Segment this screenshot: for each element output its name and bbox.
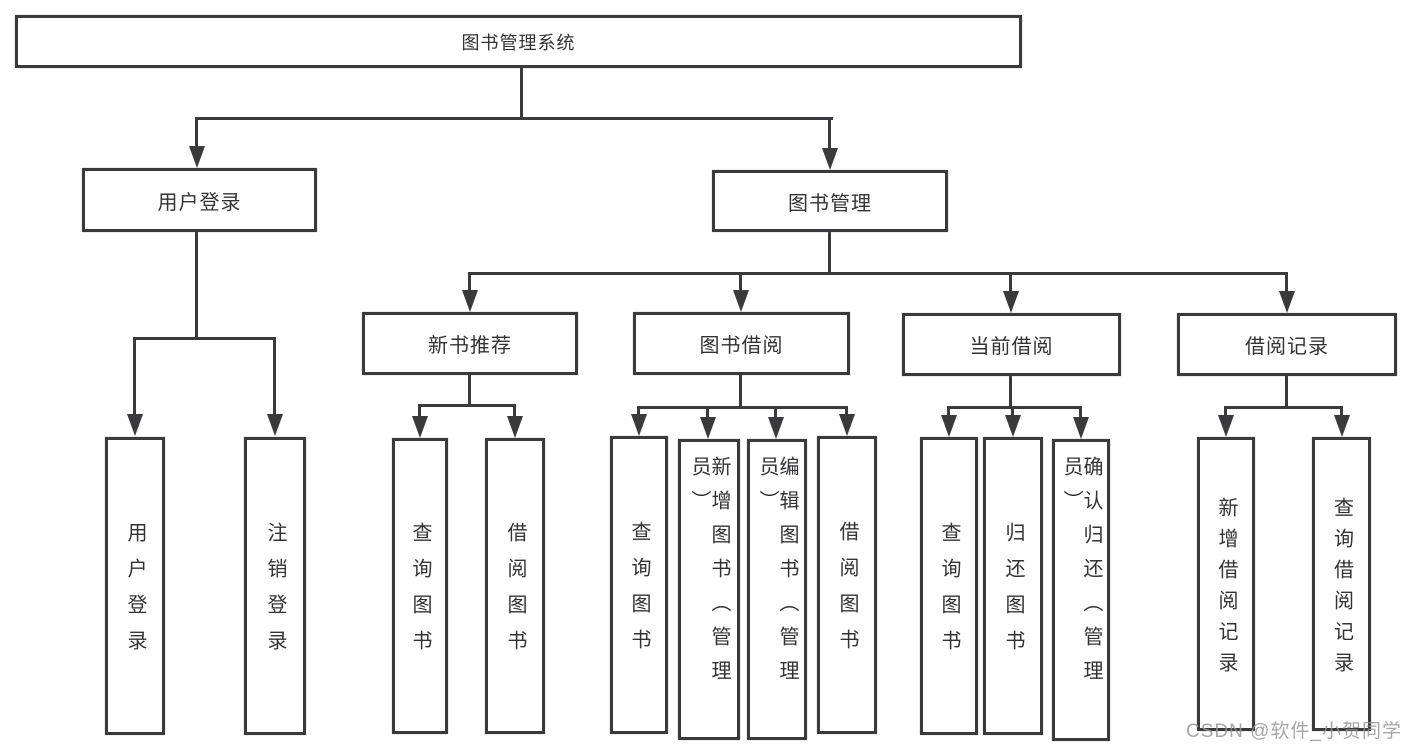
node-label: 借阅记录 — [1245, 336, 1329, 358]
connector-line — [1224, 406, 1227, 418]
leaf-label: 归还图书 — [1002, 522, 1024, 666]
arrowhead-down — [822, 148, 838, 170]
arrowhead-down — [733, 290, 749, 312]
node-label: 用户登录 — [157, 191, 242, 214]
connector-line — [133, 337, 136, 415]
leaf-edit-books-admin: 编辑图书（管理员） — [747, 439, 807, 740]
node-label: 图书借阅 — [699, 335, 784, 357]
arrowhead-down — [1073, 417, 1089, 439]
leaf-return-books: 归还图书 — [983, 437, 1043, 735]
leaf-user-login: 用户登录 — [105, 437, 165, 735]
leaf-add-books-admin: 新增图书（管理员） — [678, 439, 740, 740]
node-user-login: 用户登录 — [82, 168, 317, 232]
node-label: 新书推荐 — [428, 335, 512, 357]
leaf-query-books-borrowing: 查询图书 — [610, 436, 668, 734]
node-book-management: 图书管理 — [712, 170, 948, 232]
arrowhead-down — [507, 416, 523, 438]
connector-line — [1009, 272, 1012, 292]
leaf-label: 新增图书（管理员） — [688, 456, 730, 694]
leaf-label: 确认归还（管理员） — [1060, 456, 1102, 694]
arrowhead-down — [700, 417, 716, 439]
arrowhead-down — [941, 415, 957, 437]
arrowhead-down — [839, 414, 855, 436]
arrowhead-down — [768, 417, 784, 439]
arrowhead-down — [1334, 415, 1350, 437]
connector-line — [739, 375, 742, 406]
connector-line — [470, 272, 1287, 275]
connector-line — [739, 272, 742, 292]
leaf-label: 借阅图书 — [504, 522, 526, 666]
leaf-label: 新增借阅记录 — [1215, 496, 1237, 683]
node-label: 图书管理系统 — [461, 32, 576, 53]
connector-line — [513, 404, 516, 418]
leaf-label: 查询图书 — [409, 522, 431, 666]
arrowhead-down — [1005, 415, 1021, 437]
connector-line — [947, 406, 950, 418]
connector-line — [195, 232, 198, 337]
leaf-confirm-return-admin: 确认归还（管理员） — [1052, 439, 1110, 741]
node-label: 当前借阅 — [969, 336, 1054, 358]
node-current-borrowing: 当前借阅 — [902, 313, 1121, 376]
leaf-add-borrow-record: 新增借阅记录 — [1197, 437, 1255, 731]
arrowhead-down — [189, 146, 205, 168]
connector-line — [418, 404, 421, 418]
node-library-management-system: 图书管理系统 — [15, 15, 1022, 68]
connector-line — [828, 117, 831, 153]
connector-line — [468, 272, 471, 292]
connector-line — [949, 406, 1082, 409]
connector-line — [706, 406, 709, 418]
connector-line — [845, 406, 848, 418]
node-borrowing-records: 借阅记录 — [1177, 313, 1397, 376]
connector-line — [1011, 406, 1014, 418]
connector-line — [1285, 272, 1288, 292]
leaf-borrow-books: 借阅图书 — [817, 436, 877, 734]
leaf-query-borrow-record: 查询借阅记录 — [1312, 437, 1371, 731]
connector-line — [195, 117, 198, 151]
connector-line — [420, 404, 516, 407]
arrowhead-down — [1279, 291, 1295, 313]
connector-line — [1285, 376, 1288, 406]
leaf-logout: 注销登录 — [244, 437, 306, 735]
leaf-query-books-recommend: 查询图书 — [392, 438, 448, 734]
connector-line — [1079, 406, 1082, 418]
node-label: 图书管理 — [788, 192, 872, 215]
connector-line — [134, 337, 276, 340]
arrowhead-down — [412, 416, 428, 438]
leaf-label: 注销登录 — [264, 522, 286, 666]
arrowhead-down — [631, 414, 647, 436]
node-book-borrowing: 图书借阅 — [633, 312, 850, 375]
arrowhead-down — [127, 414, 143, 436]
connector-line — [637, 406, 640, 418]
node-new-book-recommend: 新书推荐 — [362, 312, 578, 375]
connector-line — [468, 375, 471, 404]
arrowhead-down — [1218, 415, 1234, 437]
connector-line — [1226, 406, 1343, 409]
arrowhead-down — [267, 414, 283, 436]
leaf-label: 查询借阅记录 — [1330, 496, 1353, 683]
connector-line — [1009, 376, 1012, 406]
csdn-watermark: CSDN @软件_小贺同学 — [1186, 721, 1402, 742]
leaf-label: 编辑图书（管理员） — [756, 456, 798, 694]
connector-line — [828, 232, 831, 272]
arrowhead-down — [1003, 291, 1019, 313]
leaf-label: 借阅图书 — [836, 521, 858, 665]
leaf-label: 查询图书 — [628, 521, 650, 665]
leaf-label: 查询图书 — [938, 522, 960, 666]
connector-line — [774, 406, 777, 418]
leaf-label: 用户登录 — [124, 522, 146, 666]
leaf-query-books-current: 查询图书 — [920, 437, 978, 735]
connector-line — [639, 406, 848, 409]
connector-line — [197, 117, 833, 120]
arrowhead-down — [462, 290, 478, 312]
connector-line — [1340, 406, 1343, 418]
connector-line — [520, 68, 523, 117]
connector-line — [273, 337, 276, 415]
leaf-borrow-books-recommend: 借阅图书 — [485, 438, 545, 734]
